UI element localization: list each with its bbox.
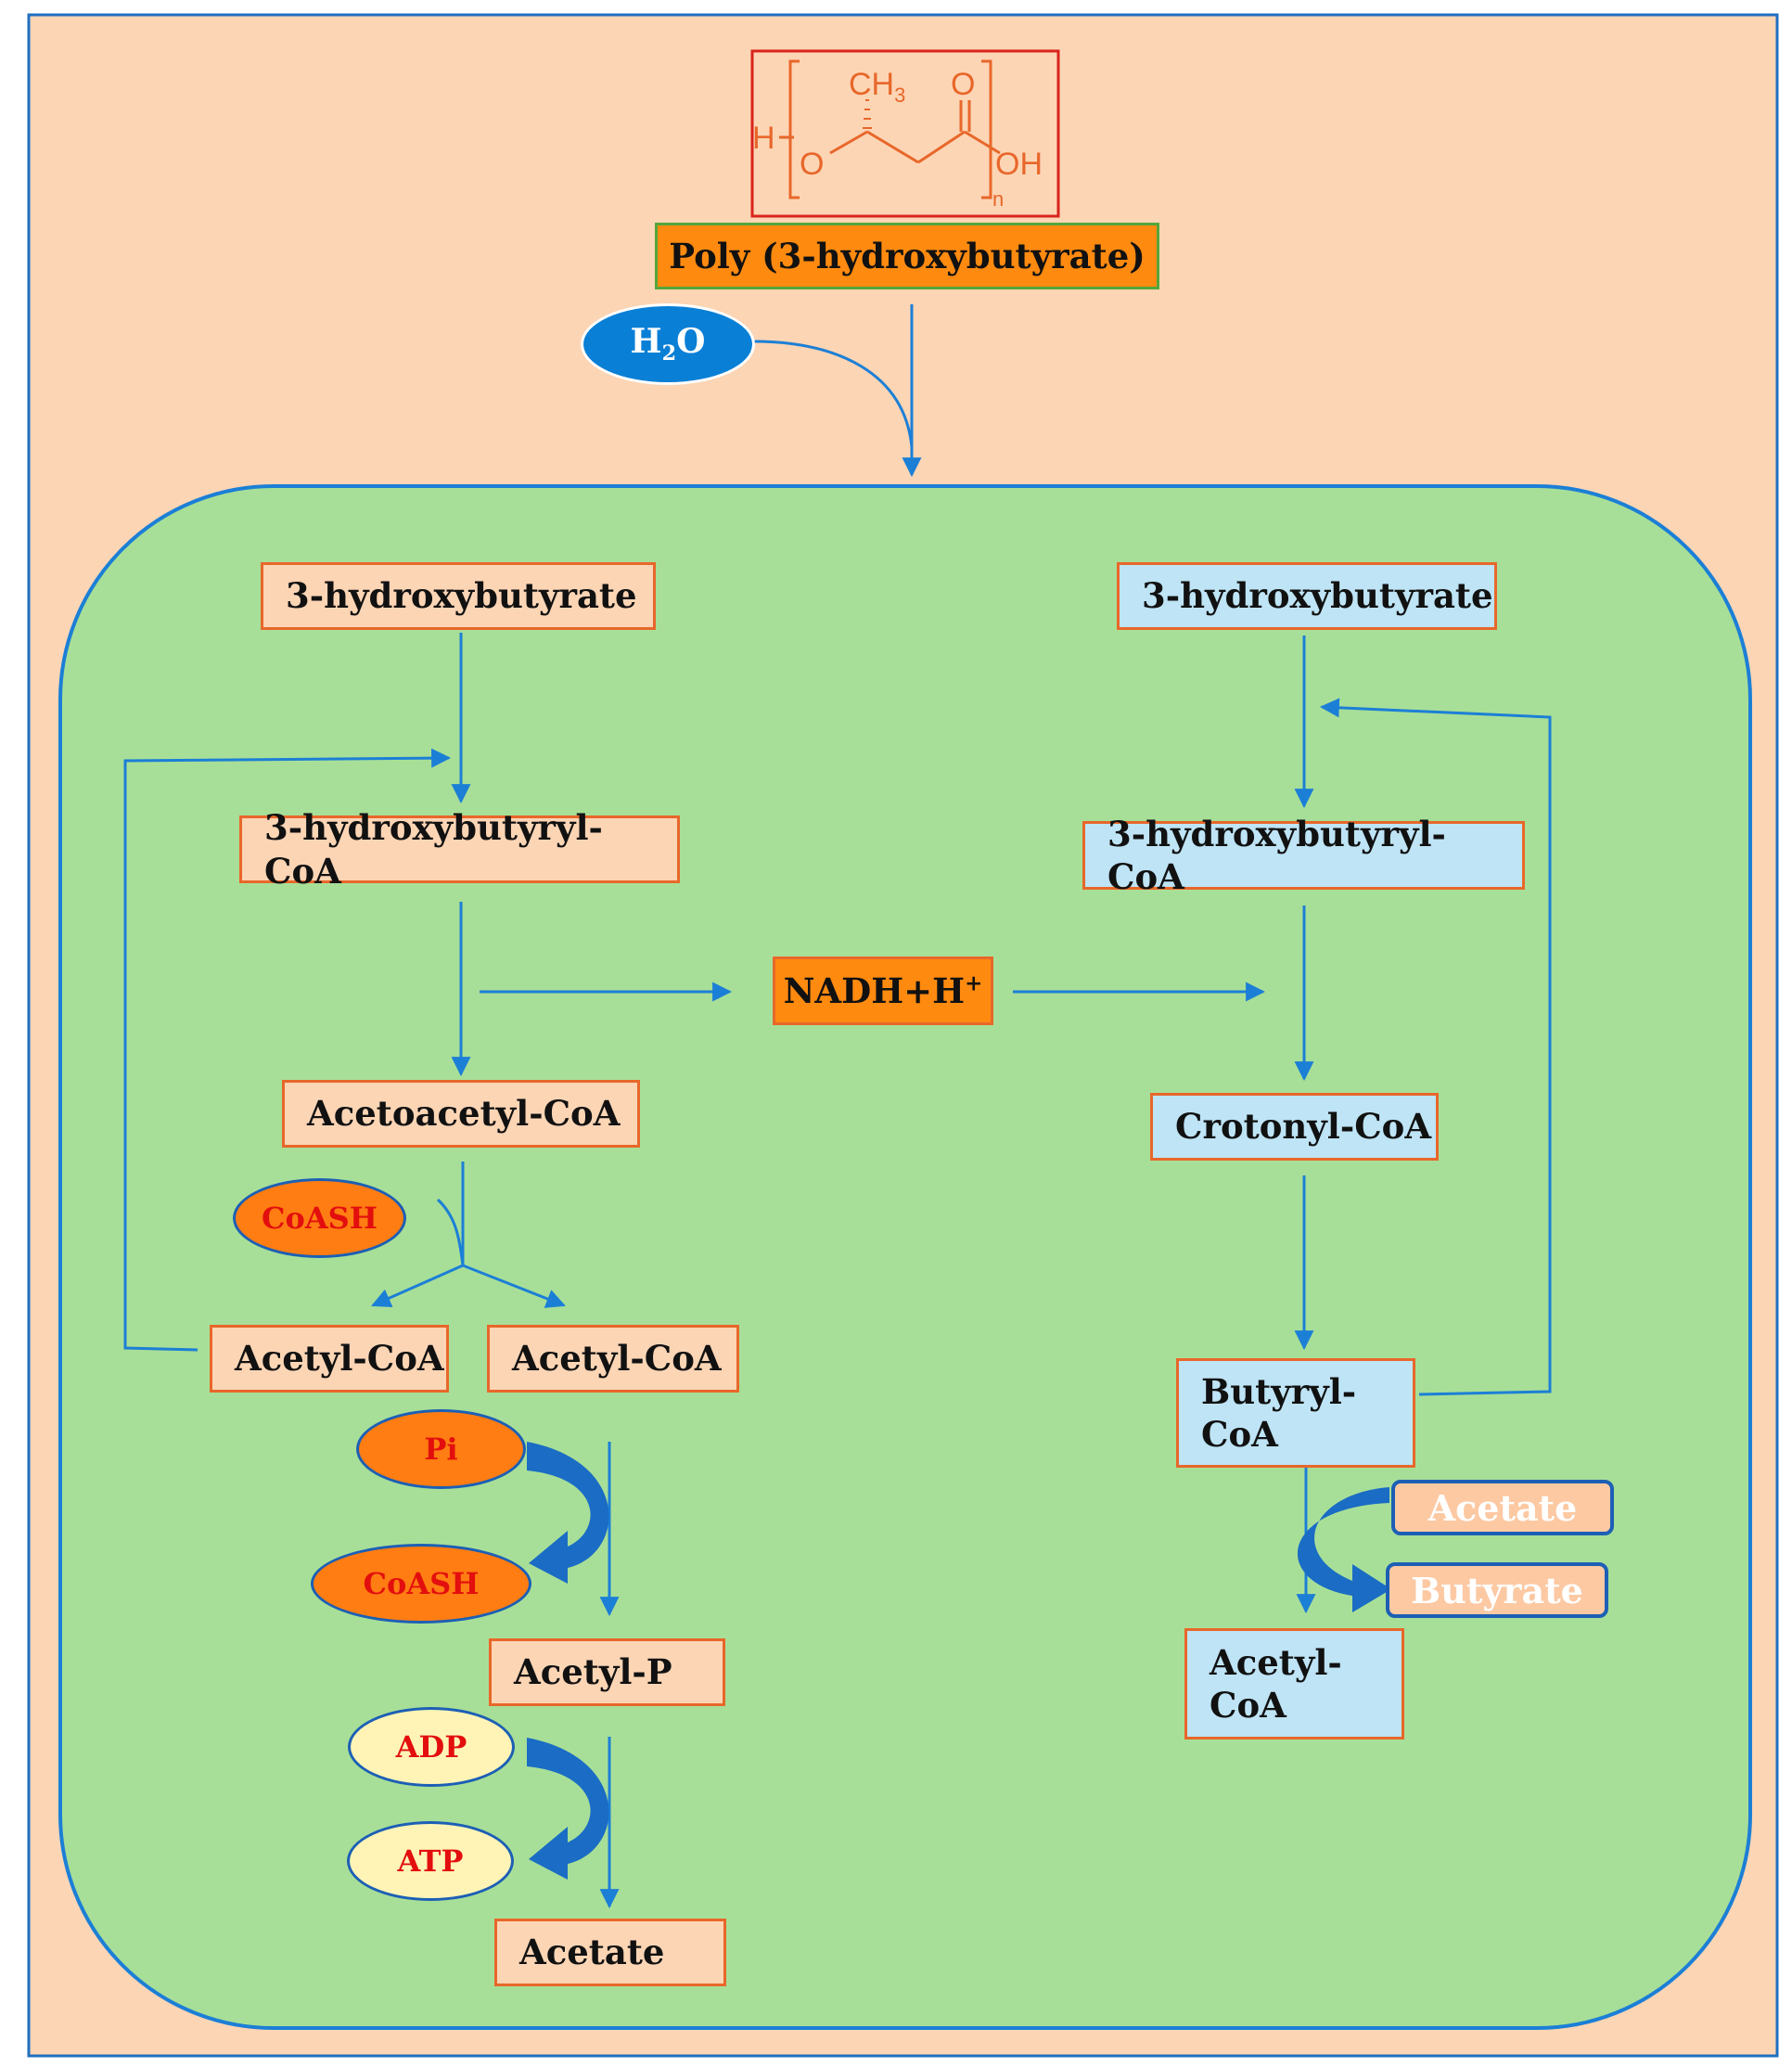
exchange-arrows bbox=[527, 1442, 1391, 1880]
structure-h: H bbox=[752, 121, 775, 156]
acetate-box-right: Acetate bbox=[1391, 1480, 1614, 1535]
coash-label-1: CoASH bbox=[262, 1200, 378, 1236]
structure-n: n bbox=[992, 187, 1004, 211]
curve-adp-to-atp bbox=[527, 1738, 609, 1880]
structure-labels: H O CH3 O OH n bbox=[752, 67, 1043, 211]
right-hb-label: 3-hydroxybutyrate bbox=[1142, 575, 1493, 617]
acetyl-coa-box-right: Acetyl- CoA bbox=[1184, 1628, 1404, 1740]
adp-label: ADP bbox=[395, 1729, 467, 1765]
butyryl-coa-box: Butyryl- CoA bbox=[1176, 1358, 1415, 1468]
arrow-right-recycle bbox=[1319, 698, 1552, 1396]
arrow-left-recycle bbox=[123, 748, 452, 1352]
structure-o: O bbox=[800, 147, 824, 182]
bond-c2-c3 bbox=[917, 130, 966, 164]
acetyl-coa-label-a: Acetyl-CoA bbox=[235, 1338, 444, 1380]
butyrate-box: Butyrate bbox=[1386, 1562, 1608, 1618]
acetate-box-left: Acetate bbox=[494, 1919, 726, 1986]
coash-ellipse-1: CoASH bbox=[233, 1178, 406, 1258]
butyryl-coa-label: Butyryl- CoA bbox=[1201, 1370, 1356, 1457]
acetoacetyl-box: Acetoacetyl-CoA bbox=[282, 1080, 640, 1148]
acetate-label-right: Acetate bbox=[1427, 1486, 1578, 1529]
butyryl-line-2: CoA bbox=[1201, 1414, 1278, 1455]
water-connector bbox=[752, 340, 914, 448]
bond-c3-oh bbox=[964, 130, 1001, 155]
acetyl-line-1: Acetyl- bbox=[1210, 1641, 1342, 1683]
acetoacetyl-label: Acetoacetyl-CoA bbox=[307, 1093, 621, 1135]
pi-ellipse: Pi bbox=[356, 1409, 526, 1489]
adp-ellipse: ADP bbox=[348, 1707, 515, 1787]
acetyl-coa-label-b: Acetyl-CoA bbox=[512, 1338, 722, 1380]
butyryl-line-1: Butyryl- bbox=[1201, 1370, 1357, 1412]
left-hbcoa-label: 3-hydroxybutyryl-CoA bbox=[264, 807, 603, 892]
acetyl-p-label: Acetyl-P bbox=[514, 1651, 672, 1693]
bond-c1-c2 bbox=[866, 130, 919, 164]
water-label: H2O bbox=[630, 322, 706, 366]
atp-ellipse: ATP bbox=[347, 1821, 514, 1901]
structure-frame bbox=[750, 49, 1060, 218]
acetyl-p-box: Acetyl-P bbox=[489, 1638, 725, 1706]
right-hbcoa-label: 3-hydroxybutyryl-CoA bbox=[1107, 813, 1446, 897]
left-hb-label: 3-hydroxybutyrate bbox=[286, 575, 637, 617]
acetyl-coa-box-b: Acetyl-CoA bbox=[487, 1325, 739, 1393]
curve-pi-to-coash bbox=[527, 1442, 609, 1584]
nadh-label: NADH+H+ bbox=[783, 969, 983, 1011]
structure-carbonyl-o: O bbox=[951, 67, 975, 102]
left-hb-box: 3-hydroxybutyrate bbox=[261, 562, 656, 630]
atp-label: ATP bbox=[397, 1843, 464, 1879]
right-hb-box: 3-hydroxybutyrate bbox=[1117, 562, 1497, 630]
left-hbcoa-box: 3-hydroxybutyryl-CoA bbox=[239, 807, 680, 892]
acetyl-coa-box-a: Acetyl-CoA bbox=[210, 1325, 449, 1393]
coash-ellipse-2: CoASH bbox=[311, 1544, 531, 1624]
curve-acetate-to-butyrate bbox=[1297, 1487, 1391, 1612]
arrow-split-right bbox=[462, 1264, 566, 1308]
water-ellipse: H2O bbox=[581, 303, 755, 385]
coash-label-2: CoASH bbox=[363, 1566, 480, 1601]
acetyl-line-2: CoA bbox=[1210, 1685, 1286, 1726]
chemical-structure bbox=[779, 59, 1001, 199]
pi-label: Pi bbox=[424, 1431, 458, 1467]
coash-connector bbox=[436, 1198, 465, 1266]
acetate-label-left: Acetate bbox=[519, 1932, 665, 1973]
butyrate-label: Butyrate bbox=[1411, 1569, 1583, 1611]
right-hbcoa-box: 3-hydroxybutyryl-CoA bbox=[1082, 814, 1525, 897]
polymer-label: Poly (3-hydroxybutyrate) bbox=[669, 235, 1146, 276]
polymer-box: Poly (3-hydroxybutyrate) bbox=[655, 223, 1159, 289]
structure-oh: OH bbox=[995, 147, 1043, 182]
bond-o-c1 bbox=[829, 130, 868, 155]
structure-bracket-right bbox=[981, 59, 992, 199]
acetyl-coa-label-right: Acetyl- CoA bbox=[1210, 1641, 1342, 1727]
arrow-split-left bbox=[371, 1264, 464, 1307]
crotonyl-label: Crotonyl-CoA bbox=[1175, 1106, 1432, 1148]
pathway-arrows bbox=[123, 304, 1552, 1909]
crotonyl-box: Crotonyl-CoA bbox=[1150, 1093, 1439, 1161]
structure-ch3: CH3 bbox=[849, 67, 905, 107]
nadh-box: NADH+H+ bbox=[773, 956, 993, 1025]
structure-bracket-left bbox=[788, 59, 800, 199]
